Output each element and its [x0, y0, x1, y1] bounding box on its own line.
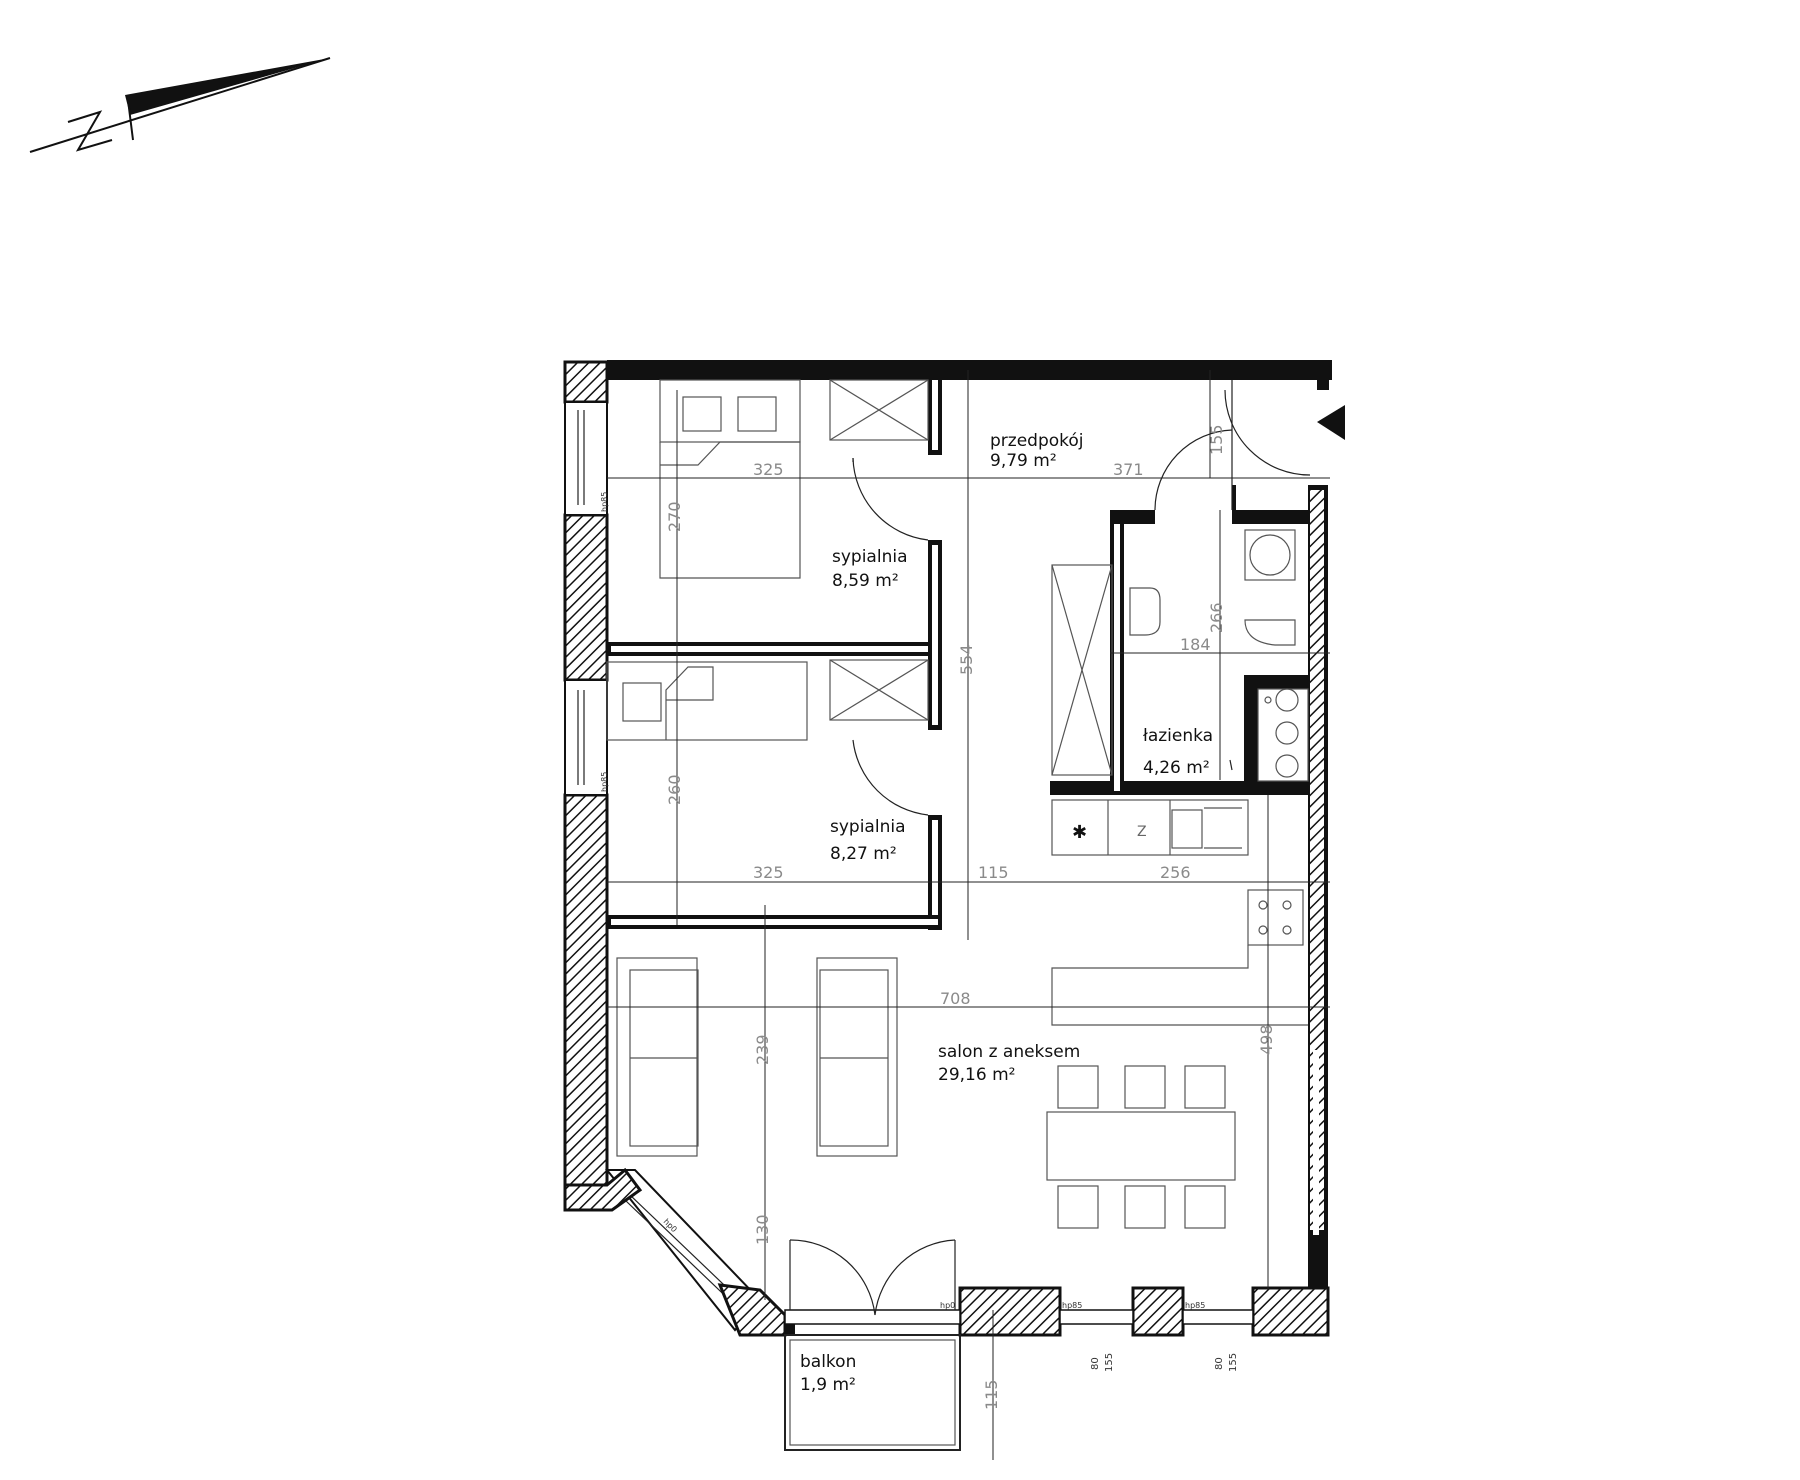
bedroom2-name: sypialnia — [830, 817, 906, 837]
dim-80-b: 80 — [1214, 1357, 1225, 1370]
dim-256: 256 — [1160, 863, 1191, 882]
dim-270: 270 — [665, 501, 684, 532]
dimension-labels: 325 371 155 270 554 266 184 260 325 115 … — [665, 424, 1276, 1410]
hp0-balcony: hp0 — [940, 1301, 955, 1310]
bedroom1-area: 8,59 m² — [832, 571, 899, 591]
dimension-lines — [607, 370, 1330, 1460]
dim-80-a: 80 — [1090, 1357, 1101, 1370]
bedroom2-area: 8,27 m² — [830, 844, 897, 864]
hp85-mid: hp85 — [600, 772, 609, 792]
dim-260: 260 — [665, 774, 684, 805]
dim-155: 155 — [1207, 424, 1226, 455]
dim-325-top: 325 — [753, 460, 784, 479]
room-labels: przedpokój 9,79 m² sypialnia 8,59 m² łaz… — [800, 431, 1213, 1395]
living-area: 29,16 m² — [938, 1065, 1015, 1085]
bedroom1-name: sypialnia — [832, 547, 908, 567]
dim-155-b: 155 — [1228, 1353, 1239, 1372]
doors — [789, 380, 1311, 1316]
balcony-area: 1,9 m² — [800, 1375, 856, 1395]
dim-325-bottom: 325 — [753, 863, 784, 882]
hp85-bottom-2: hp85 — [1185, 1301, 1205, 1310]
furniture: Z ✱ — [606, 379, 1309, 1229]
dim-115: 115 — [978, 863, 1009, 882]
bathroom-area: 4,26 m² — [1143, 758, 1210, 778]
fridge-mark: Z — [1137, 824, 1147, 840]
dim-115-balcony: 115 — [982, 1379, 1001, 1410]
dim-554: 554 — [957, 644, 976, 675]
hp85-top: hp85 — [600, 492, 609, 512]
living-name: salon z aneksem — [938, 1042, 1080, 1062]
exterior-walls — [563, 360, 1332, 1337]
dim-708: 708 — [940, 989, 971, 1008]
north-arrow-icon — [29, 57, 331, 153]
hall-area: 9,79 m² — [990, 451, 1057, 471]
dim-498: 498 — [1257, 1024, 1276, 1055]
balcony-outline — [784, 1334, 961, 1451]
dim-239: 239 — [753, 1034, 772, 1065]
dim-371: 371 — [1113, 460, 1144, 479]
dim-184: 184 — [1180, 635, 1211, 654]
bathroom-name: łazienka — [1143, 726, 1213, 746]
dim-130: 130 — [753, 1214, 772, 1245]
balcony-name: balkon — [800, 1352, 856, 1372]
dim-266: 266 — [1207, 602, 1226, 633]
hall-name: przedpokój — [990, 431, 1084, 451]
hp85-bottom-1: hp85 — [1062, 1301, 1082, 1310]
dim-155-a: 155 — [1104, 1353, 1115, 1372]
entrance-triangle-icon — [1317, 405, 1345, 440]
snowflake-icon: ✱ — [1072, 822, 1087, 843]
